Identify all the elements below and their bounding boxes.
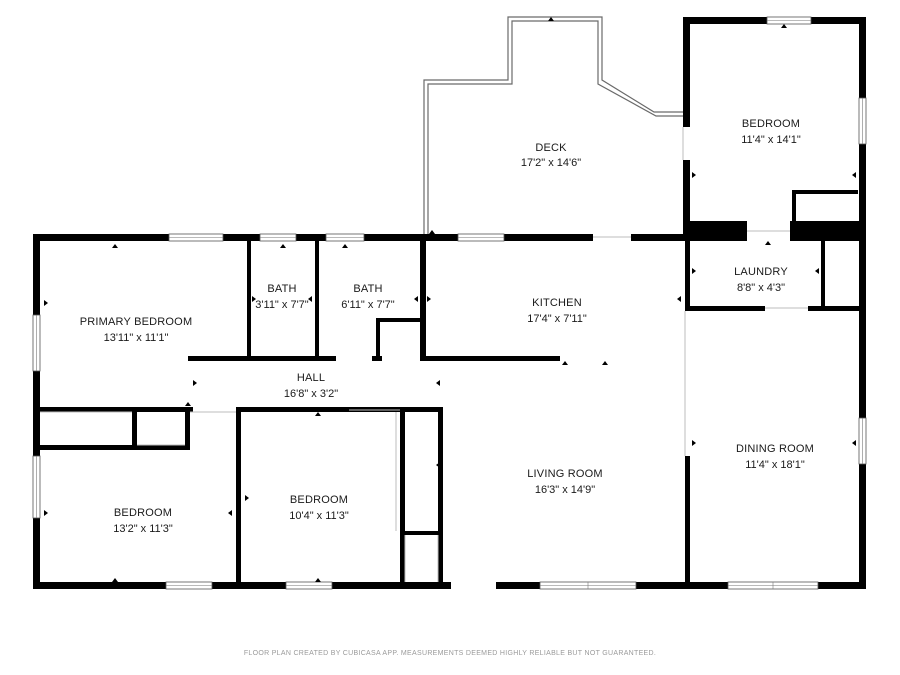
door-markers	[44, 17, 856, 582]
dining-room-name: DINING ROOM	[736, 443, 814, 455]
windows	[32, 16, 867, 590]
living-room-name: LIVING ROOM	[527, 468, 603, 480]
laundry-dims: 8'8" x 4'3"	[737, 282, 785, 294]
living-room-dims: 16'3" x 14'9"	[535, 484, 595, 496]
dining-room-dims: 11'4" x 18'1"	[745, 459, 805, 471]
openings	[40, 127, 808, 582]
bedroom-ne-name: BEDROOM	[742, 118, 800, 130]
primary-bedroom-dims: 13'11" x 11'1"	[104, 332, 169, 344]
deck-name: DECK	[535, 142, 567, 154]
walls	[33, 17, 866, 589]
hall-name: HALL	[297, 372, 325, 384]
bath-1-name: BATH	[267, 283, 296, 295]
bedroom-s-dims: 10'4" x 11'3"	[289, 510, 349, 522]
primary-bedroom-name: PRIMARY BEDROOM	[80, 316, 193, 328]
kitchen-dims: 17'4" x 7'11"	[527, 313, 587, 325]
bedroom-s-name: BEDROOM	[290, 494, 348, 506]
bedroom-ne-dims: 11'4" x 14'1"	[741, 134, 801, 146]
bedroom-sw-name: BEDROOM	[114, 507, 172, 519]
hall-dims: 16'8" x 3'2"	[284, 388, 338, 400]
bedroom-sw-dims: 13'2" x 11'3"	[113, 523, 173, 535]
laundry-name: LAUNDRY	[734, 266, 788, 278]
bath-2-dims: 6'11" x 7'7"	[341, 299, 394, 311]
room-labels: DECK 17'2" x 14'6" BEDROOM 11'4" x 14'1"…	[80, 118, 814, 535]
deck-dims: 17'2" x 14'6"	[521, 157, 581, 169]
footer-disclaimer: FLOOR PLAN CREATED BY CUBICASA APP. MEAS…	[244, 650, 656, 657]
bath-1-dims: 3'11" x 7'7"	[255, 299, 308, 311]
kitchen-name: KITCHEN	[532, 297, 582, 309]
deck-outline	[423, 16, 684, 236]
bath-2-name: BATH	[353, 283, 382, 295]
